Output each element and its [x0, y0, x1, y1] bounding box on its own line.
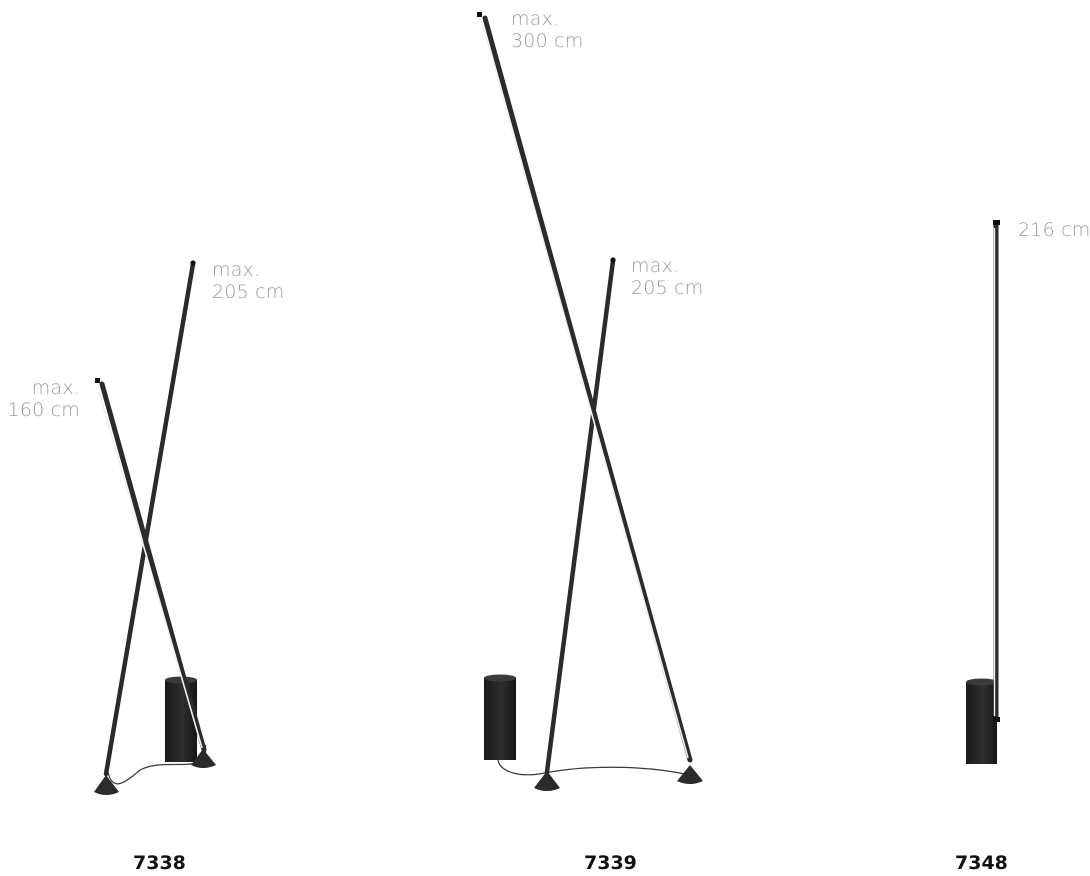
lamp-7338-foot-left: [94, 775, 119, 795]
dimension-value: 205 cm: [212, 281, 285, 303]
lamp-7338-pole-160: [95, 378, 207, 753]
product-code-7348: 7348: [955, 852, 1008, 874]
dimension-value: 216 cm: [1018, 219, 1090, 241]
lamp-7348-pole-216: [993, 220, 1000, 722]
lamp-7338: [94, 260, 216, 795]
lamp-7339: [477, 12, 703, 791]
lamp-7339-dimension-300: max. 300 cm: [511, 8, 583, 52]
lamp-7339-foot-right: [677, 765, 703, 784]
dimension-prefix: max.: [31, 377, 80, 399]
lamp-7339-cylinder-base: [484, 674, 516, 760]
lamp-7338-dimension-205: max. 205 cm: [212, 259, 284, 303]
lamp-7338-pole-205: [103, 260, 196, 777]
product-code-7339: 7339: [584, 852, 637, 874]
lamp-7348-dimension-216: 216 cm: [1018, 219, 1090, 241]
lamp-7348: [966, 220, 1000, 764]
lamp-7339-cable: [497, 759, 691, 776]
lamp-7338-foot-right: [191, 749, 216, 768]
dimension-value: 160 cm: [7, 399, 80, 421]
dimension-value: 205 cm: [631, 277, 704, 299]
lamp-7339-pole-205: [544, 257, 616, 775]
lamp-7339-pole-300: [477, 12, 693, 763]
dimension-prefix: max.: [511, 8, 560, 30]
dimension-prefix: max.: [212, 259, 261, 281]
dimension-value: 300 cm: [511, 30, 584, 52]
lamp-7348-cylinder-base: [966, 678, 997, 764]
lamp-7339-foot-left: [534, 771, 560, 791]
dimension-prefix: max.: [631, 255, 680, 277]
lamp-7338-dimension-160: max. 160 cm: [0, 377, 80, 421]
lamp-7338-cylinder-base: [165, 676, 197, 762]
product-code-7338: 7338: [133, 852, 186, 874]
lamp-7339-dimension-205: max. 205 cm: [631, 255, 703, 299]
